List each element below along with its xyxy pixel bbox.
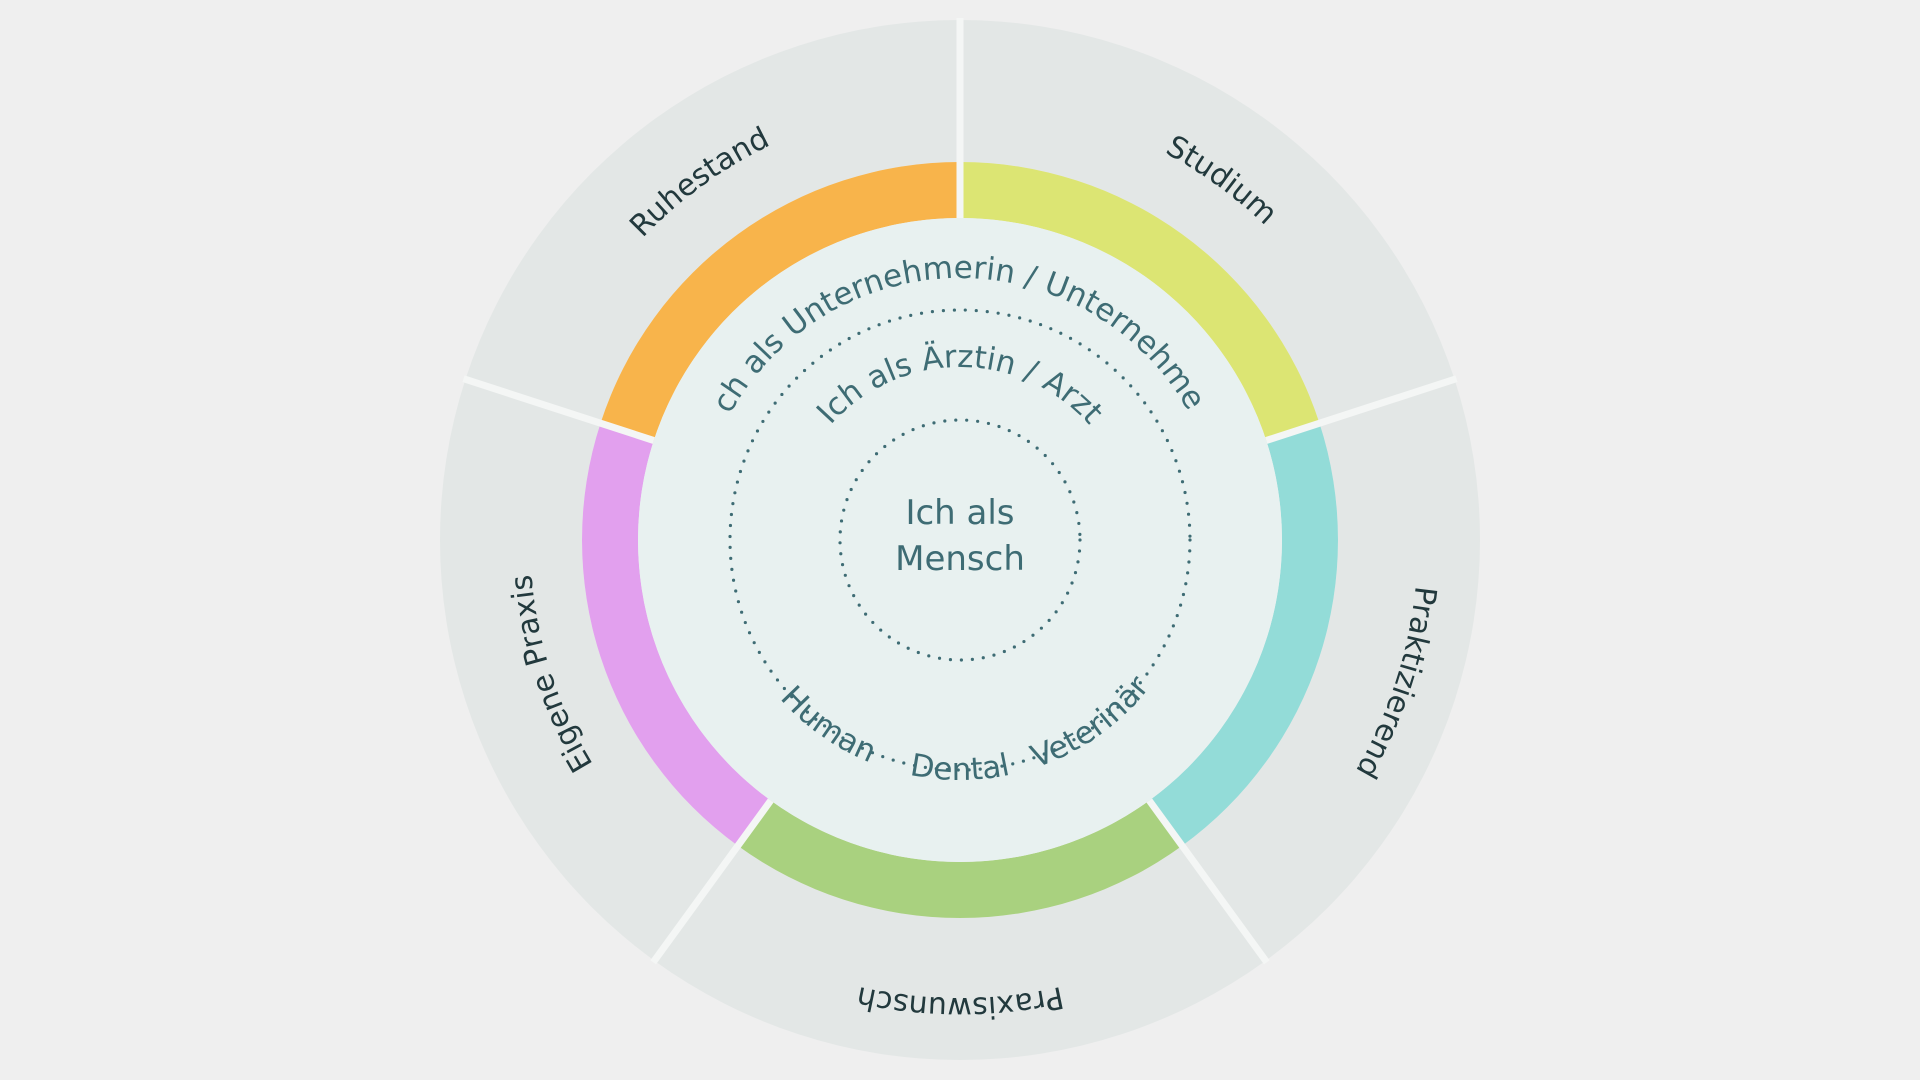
center-label-line2: Mensch [895,539,1025,579]
divider-1 [1265,375,1458,444]
divider-2 [1146,798,1270,965]
dotted-circle-outer [728,308,1192,772]
phase-color-segment-2 [737,800,1183,918]
phase-color-ring [581,162,1338,918]
outer-segment-2 [654,845,1266,1060]
divider-4 [462,375,655,444]
phase-color-segment-3 [581,423,771,846]
outer-segment-1 [1182,379,1480,961]
outer-segment-0 [960,20,1455,424]
phase-color-segment-1 [1149,423,1338,846]
divider-3 [650,798,774,965]
phase-color-segment-4 [600,162,960,441]
outer-segment-4 [465,20,960,424]
outer-segment-3 [440,379,738,961]
segment-dividers [462,18,1458,965]
outer-ring [440,20,1480,1060]
inner-disc [638,218,1282,862]
phase-color-segment-0 [960,162,1320,441]
center-label-line1: Ich als [905,493,1014,533]
dotted-circle-inner [838,418,1082,662]
field-dental: Dental [908,747,1013,788]
specialty-labels-2: Dental [908,747,1013,788]
